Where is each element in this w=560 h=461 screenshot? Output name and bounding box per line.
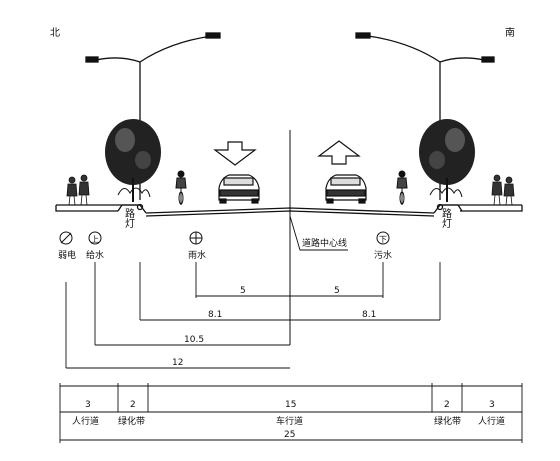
segment-width-greenbelt-left: 2 [130, 400, 136, 410]
utility-label-water-supply: 给水 [86, 249, 104, 261]
utility-label-sewage: 污水 [374, 249, 392, 261]
distance-5-left: 5 [240, 286, 246, 296]
utility-label-weak-current: 弱电 [58, 249, 76, 261]
segment-label-sidewalk-left: 人行道 [72, 415, 99, 427]
tree-icon [105, 119, 161, 202]
distance-12: 12 [172, 358, 183, 368]
svg-text:上: 上 [91, 235, 99, 244]
segment-width-greenbelt-right: 2 [444, 400, 450, 410]
segment-label-greenbelt-right: 绿化带 [434, 415, 461, 427]
segment-width-carriageway: 15 [285, 400, 296, 410]
street-light-right [355, 32, 495, 200]
utility-label-rain-water: 雨水 [188, 249, 206, 261]
svg-text:路灯: 路灯 [440, 207, 452, 229]
segment-label-sidewalk-right: 人行道 [478, 415, 505, 427]
cyclist-icon [175, 170, 187, 205]
segment-label-carriageway: 车行道 [276, 415, 303, 427]
car-icon [218, 174, 260, 204]
segment-width-sidewalk-left: 3 [85, 400, 91, 410]
segment-width-sidewalk-right: 3 [489, 400, 495, 410]
water-supply-pipe-icon: 上 [88, 231, 102, 245]
arrow-up-icon [317, 140, 361, 165]
street-light-label-left: 路灯 [123, 207, 135, 229]
sewage-pipe-icon: 下 [376, 231, 390, 245]
distance-5-right: 5 [334, 286, 340, 296]
distance-8-1-right: 8.1 [362, 310, 376, 320]
car-icon [325, 174, 367, 204]
centerline-leader [289, 215, 348, 251]
cross-section-dimension [59, 383, 523, 443]
distance-10-5: 10.5 [184, 335, 204, 345]
pedestrian-icon [66, 174, 90, 206]
segment-label-greenbelt-left: 绿化带 [118, 415, 145, 427]
tree-icon [419, 119, 475, 202]
total-width: 25 [284, 430, 295, 440]
street-light-label-right: 路灯 [440, 207, 452, 229]
svg-text:路灯: 路灯 [123, 207, 135, 229]
svg-text:下: 下 [379, 235, 387, 244]
arrow-down-icon [213, 141, 257, 166]
distance-8-1-left: 8.1 [208, 310, 222, 320]
rain-water-pipe-icon [189, 231, 203, 245]
north-label: 北 [50, 27, 60, 39]
distance-dimensions [65, 262, 441, 369]
south-label: 南 [505, 26, 515, 39]
weak-current-pipe-icon [59, 231, 73, 245]
pedestrian-icon [491, 174, 515, 206]
cyclist-icon [396, 170, 408, 205]
centerline-label: 道路中心线 [302, 237, 347, 249]
